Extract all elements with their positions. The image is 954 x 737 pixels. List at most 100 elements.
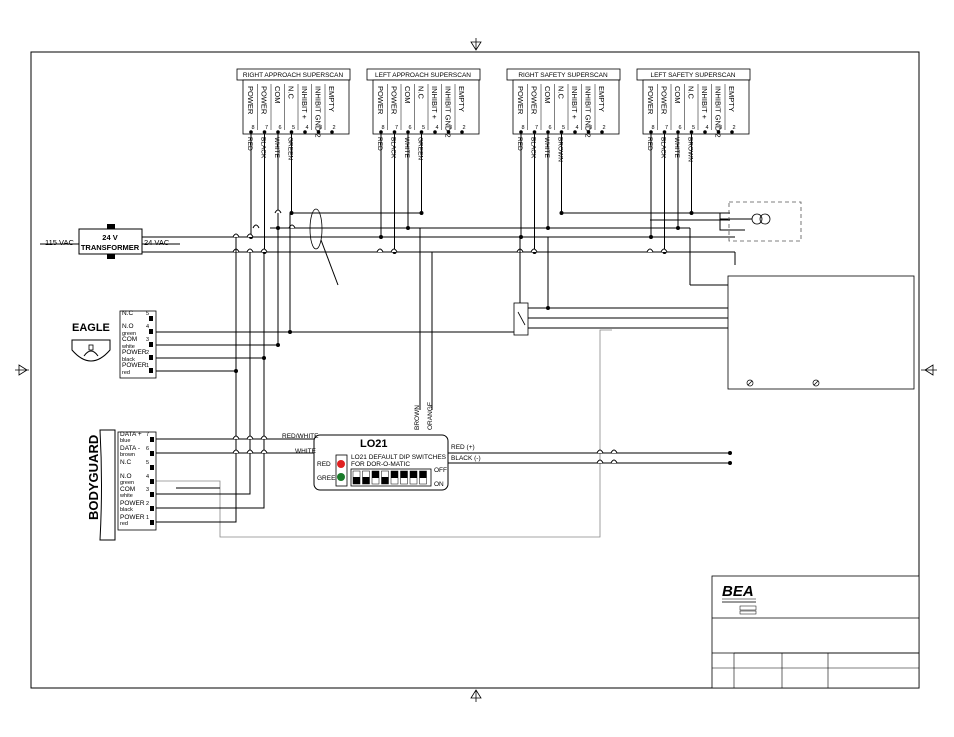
scanner-wire-label: RED (516, 137, 523, 151)
scanner-wire-label: RED (246, 137, 253, 151)
lo21-dip-switches[interactable] (350, 468, 432, 487)
scanner-terminal-number: 8 (381, 125, 384, 131)
scanner-terminal-label: POWER (390, 86, 399, 115)
scanner-3: RIGHT SAFETY SUPERSCANPOWER8POWER7COM6N.… (506, 68, 621, 162)
scanner-terminal-number: 4 (435, 125, 438, 131)
lo21-green-led (337, 473, 345, 481)
transformer: 24 V TRANSFORMER 115 VAC 24 VAC (45, 224, 170, 259)
wire-harness (40, 134, 752, 538)
lo21-out-pos-label: RED (+) (451, 444, 475, 451)
scanner-title: RIGHT APPROACH SUPERSCAN (243, 72, 344, 79)
lo21-title: LO21 (360, 438, 388, 450)
scanner-terminal-label: COM (673, 86, 682, 104)
scanner-terminal-label: COM (543, 86, 552, 104)
bodyguard-terminal-label: N.C (120, 459, 132, 466)
bodyguard-terminal-color: green (120, 480, 134, 486)
scanner-wire-label: BLACK (390, 137, 397, 159)
scanner-wire-label: BROWN (557, 137, 564, 162)
bodyguard-terminal-color: red (120, 521, 128, 527)
eagle-terminal-label: COM (122, 336, 137, 343)
bodyguard-terminal-number: 3 (146, 487, 149, 493)
eagle-terminal-number: 4 (146, 324, 149, 330)
lo21-red-label: RED (317, 461, 331, 468)
eagle-title: EAGLE (72, 322, 110, 334)
eagle-terminal-label: POWER (122, 349, 147, 356)
scanner-terminal-label: INHIBIT + (300, 86, 309, 120)
lo21-out-neg-label: BLACK (-) (451, 455, 481, 462)
scanner-terminal-label: INHIBIT + (700, 86, 709, 120)
scanner-wire-label: BLACK (260, 137, 267, 159)
eagle-terminal-number: 3 (146, 337, 149, 343)
bodyguard-redwhite-label: RED/WHITE (282, 433, 319, 440)
scanner-terminal-number: 6 (548, 125, 551, 131)
scanner-terminal-number: 8 (521, 125, 524, 131)
relay-switch (513, 302, 529, 336)
scanner-terminal-number: 2 (602, 125, 605, 131)
lo21-brown-wire-label: BROWN (414, 405, 421, 430)
lo21-orange-wire-label: ORANGE (427, 401, 434, 430)
scanner-terminal-number: 5 (422, 125, 425, 131)
scanner-terminal-label: EMPTY (597, 86, 606, 112)
scanner-terminal-number: 6 (408, 125, 411, 131)
bodyguard-terminal-number: 5 (146, 460, 149, 466)
bodyguard-white-label: WHITE (295, 448, 317, 455)
lo21-dip-line1: LO21 DEFAULT DIP SWITCHES (351, 454, 447, 461)
scanner-wire-label: WHITE (673, 137, 680, 159)
scanner-terminal-label: POWER (246, 86, 255, 115)
lo21-green-label: GREEN (317, 475, 340, 482)
scanner-terminal-number: 4 (705, 125, 708, 131)
scanner-terminal-number: 7 (395, 125, 398, 131)
eagle-terminal-color: green (122, 331, 136, 337)
transformer-label-2: TRANSFORMER (81, 243, 140, 252)
scanner-wire-label: GREEN (417, 137, 424, 160)
transformer-output-label: 24 VAC (144, 238, 170, 247)
scanner-terminal-number: 5 (692, 125, 695, 131)
door-controller-box (727, 275, 915, 390)
scanner-wire-label: GREEN (287, 137, 294, 160)
bodyguard-terminal-number: 6 (146, 446, 149, 452)
bea-logo: BEA (722, 583, 754, 600)
lo21-on-label: ON (434, 481, 444, 488)
bodyguard-terminal-color: brown (120, 452, 135, 458)
scanner-terminal-label: INHIBIT GND 2 (714, 86, 723, 138)
scanner-terminal-label: POWER (660, 86, 669, 115)
eagle-terminal-label: N.O (122, 323, 134, 330)
scanner-terminal-label: N.C (417, 86, 426, 100)
bodyguard-terminal-number: 2 (146, 501, 149, 507)
scanner-terminal-number: 6 (278, 125, 281, 131)
eagle-terminal-color: white (121, 344, 135, 350)
scanner-terminal-label: INHIBIT GND 2 (314, 86, 323, 138)
scanner-terminal-number: 8 (251, 125, 254, 131)
bodyguard-terminal-label: POWER (120, 500, 145, 507)
scanner-terminal-label: POWER (516, 86, 525, 115)
scanner-terminal-label: EMPTY (457, 86, 466, 112)
scanner-terminal-label: POWER (376, 86, 385, 115)
eagle-terminal-color: black (122, 357, 135, 363)
scanner-terminal-label: POWER (260, 86, 269, 115)
scanner-wire-label: WHITE (273, 137, 280, 159)
scanner-terminal-label: INHIBIT + (570, 86, 579, 120)
scanner-terminal-label: COM (273, 86, 282, 104)
lo21-module: LO21 LO21 DEFAULT DIP SWITCHES FOR DOR-O… (313, 434, 449, 491)
scanner-wire-label: WHITE (543, 137, 550, 159)
scanner-4: LEFT SAFETY SUPERSCANPOWER8POWER7COM6N.C… (636, 68, 751, 162)
scanner-terminal-number: 2 (332, 125, 335, 131)
lamp-box (728, 201, 802, 242)
bodyguard-terminal-label: N.O (120, 473, 132, 480)
lo21-off-label: OFF (434, 467, 447, 474)
scanner-terminal-label: EMPTY (327, 86, 336, 112)
scanner-2: LEFT APPROACH SUPERSCANPOWER8POWER7COM6N… (366, 68, 481, 160)
eagle-terminal-label: POWER (122, 362, 147, 369)
scanner-terminal-label: INHIBIT GND 2 (444, 86, 453, 138)
transformer-input-label: 115 VAC (45, 238, 74, 247)
transformer-label-1: 24 V (102, 233, 117, 242)
scanner-terminal-label: POWER (646, 86, 655, 115)
scanner-wire-label: BLACK (660, 137, 667, 159)
scanner-1: RIGHT APPROACH SUPERSCANPOWER8POWER7COM6… (236, 68, 351, 160)
scanner-terminal-label: N.C (687, 86, 696, 100)
scanner-terminal-number: 8 (651, 125, 654, 131)
scanner-wire-label: BROWN (687, 137, 694, 162)
